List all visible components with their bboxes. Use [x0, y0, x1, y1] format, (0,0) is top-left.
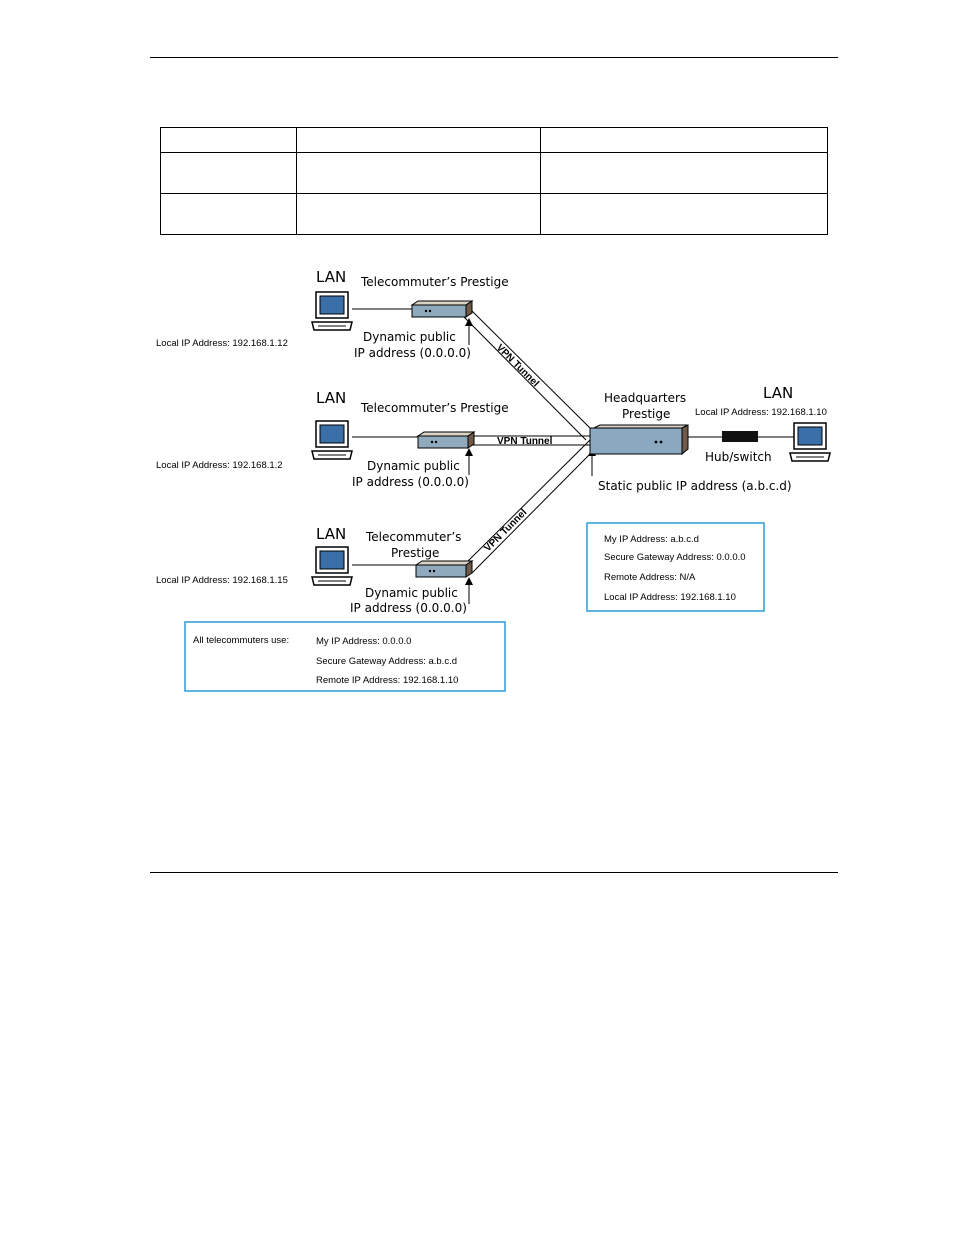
- telecommuter-settings-box: [184, 621, 506, 692]
- lan-label: LAN: [763, 384, 793, 402]
- static-ip-label: Static public IP address (a.b.c.d): [598, 479, 792, 493]
- vpn-tunnel-label: VPN Tunnel: [482, 507, 529, 554]
- dynamic-ip-label: Dynamic public: [363, 330, 456, 344]
- table-cell: [160, 193, 297, 235]
- hq-title: Prestige: [622, 407, 670, 421]
- blank-table: [160, 127, 828, 235]
- telecommuter-setting: Secure Gateway Address: a.b.c.d: [316, 656, 457, 667]
- computer-icon: [789, 422, 831, 462]
- table-cell: [540, 193, 828, 235]
- router-icon: [416, 431, 476, 449]
- lan-label: LAN: [316, 525, 346, 543]
- hq-router-icon: [589, 424, 689, 456]
- table-cell: [296, 193, 541, 235]
- dynamic-ip-label: Dynamic public: [367, 459, 460, 473]
- local-ip-label: Local IP Address: 192.168.1.2: [156, 460, 283, 471]
- hq-setting: Local IP Address: 192.168.1.10: [604, 592, 736, 603]
- footer-rule: [150, 872, 838, 873]
- vpn-tunnel-3: [465, 439, 595, 574]
- telecommuter-title: Prestige: [391, 546, 439, 560]
- dynamic-ip-label: IP address (0.0.0.0): [354, 346, 471, 360]
- hub-icon: [722, 431, 758, 442]
- local-ip-label: Local IP Address: 192.168.1.15: [156, 575, 288, 586]
- hq-settings-box: [586, 522, 765, 612]
- dynamic-ip-label: IP address (0.0.0.0): [350, 601, 467, 615]
- computer-icon: [311, 420, 353, 460]
- lan-label: LAN: [316, 268, 346, 286]
- computer-icon: [311, 546, 353, 586]
- telecommuter-title: Telecommuter’s: [365, 530, 461, 544]
- hub-label: Hub/switch: [705, 450, 772, 464]
- telecommuter-setting: My IP Address: 0.0.0.0: [316, 636, 411, 647]
- computer-icon: [311, 291, 353, 331]
- telecommuter-settings-heading: All telecommuters use:: [193, 635, 289, 646]
- local-ip-label: Local IP Address: 192.168.1.10: [695, 407, 827, 418]
- hq-setting: Remote Address: N/A: [604, 572, 696, 583]
- hq-setting: My IP Address: a.b.c.d: [604, 534, 699, 545]
- header-rule: [150, 57, 838, 58]
- table-row: [160, 193, 828, 235]
- router-icon: [414, 560, 474, 578]
- hq-setting: Secure Gateway Address: 0.0.0.0: [604, 552, 746, 563]
- hq-title: Headquarters: [604, 391, 686, 405]
- vpn-tunnel-label: VPN Tunnel: [494, 342, 541, 389]
- telecommuter-title: Telecommuter’s Prestige: [360, 275, 509, 289]
- telecommuter-title: Telecommuter’s Prestige: [360, 401, 509, 415]
- router-icon: [410, 300, 474, 318]
- lan-label: LAN: [316, 389, 346, 407]
- table-cell: [296, 152, 541, 194]
- local-ip-label: Local IP Address: 192.168.1.12: [156, 338, 288, 349]
- dynamic-ip-label: IP address (0.0.0.0): [352, 475, 469, 489]
- vpn-tunnel-2: [472, 435, 592, 446]
- telecommuter-setting: Remote IP Address: 192.168.1.10: [316, 675, 458, 686]
- vpn-tunnel-label: VPN Tunnel: [497, 436, 553, 447]
- dynamic-ip-label: Dynamic public: [365, 586, 458, 600]
- vpn-tunnel-1: [463, 308, 593, 441]
